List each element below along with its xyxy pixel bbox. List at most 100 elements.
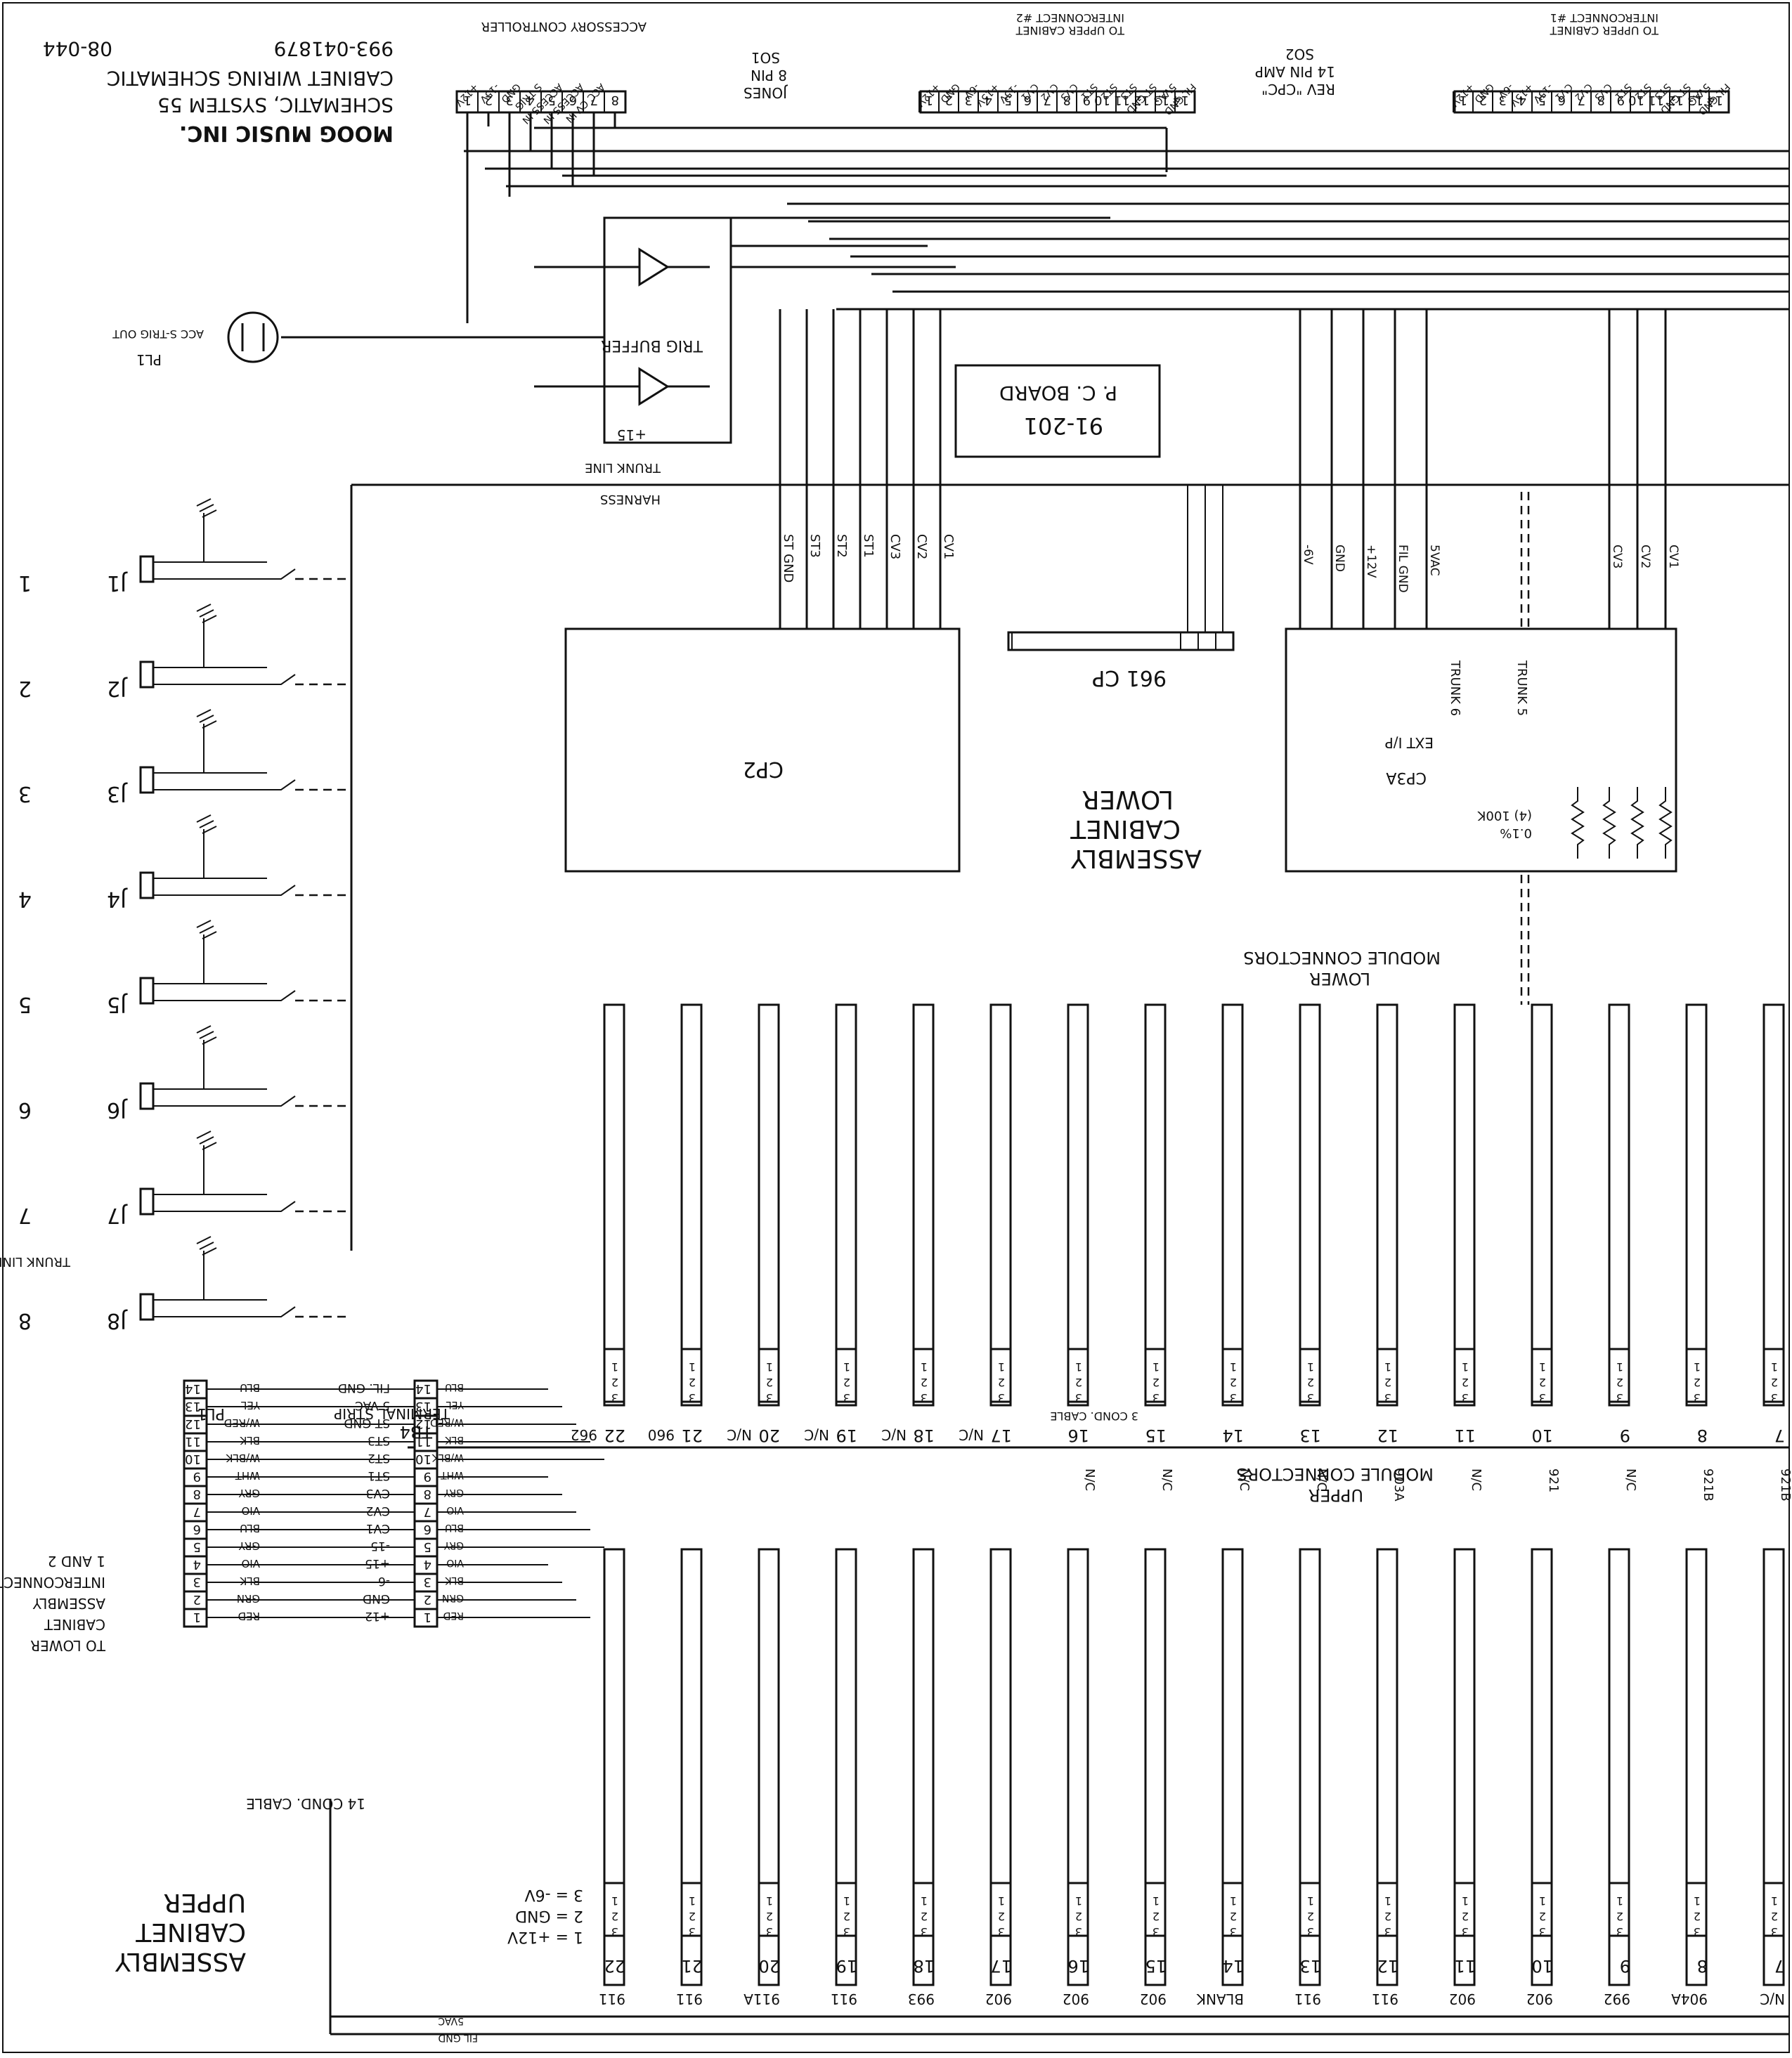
upper-slot-num-15: 15 (1145, 1956, 1167, 1976)
lower-slot-pins (680, 1348, 703, 1403)
trunk-line-label: TRUNK LINE (585, 460, 661, 475)
upper-slot-num-12: 12 (1377, 1956, 1398, 1976)
lower-slot-type: N/C (881, 1426, 907, 1443)
upper-slot-pin: 2 (1462, 1910, 1469, 1923)
ground-symbol (196, 1025, 217, 1089)
lower-slot-17 (989, 1003, 1012, 1407)
acc-pin-1: 1 (464, 93, 472, 108)
lower-slot-pin: 2 (921, 1376, 928, 1389)
lower-slot-pin: 3 (611, 1391, 618, 1405)
cp3a-signal: -6V (1301, 545, 1315, 565)
lower-slot-num-20: 20 (758, 1426, 780, 1445)
pcb-91-201: 91-201 P. C. BOARD (954, 364, 1161, 458)
pl1-pin-3: 3 (193, 1575, 201, 1589)
upper-slot-pin: 3 (1462, 1925, 1469, 1939)
jack-body (139, 1082, 155, 1110)
tb4-pin-1: 1 (424, 1610, 431, 1624)
jack-ref-J5: J5 (107, 992, 128, 1017)
cp3a-signal: GND (1332, 545, 1346, 572)
lower-slot-pin: 3 (843, 1391, 850, 1405)
lower-slot-pin: 1 (1539, 1360, 1546, 1374)
pl1-pin-12: 12 (185, 1416, 201, 1431)
jones-ref: SO1 (751, 49, 780, 66)
lower-slot-pin: 3 (1616, 1391, 1623, 1405)
tb4-cable-label: 14 COND. CABLE (246, 1795, 365, 1812)
lower-slot-pins (1453, 1348, 1476, 1403)
upper-slot-pin: 1 (1771, 1894, 1778, 1908)
lower-slot-num-8: 8 (1697, 1426, 1708, 1445)
upper-slot-pin: 1 (843, 1894, 850, 1908)
interconnect2-sub: TO UPPER CABINET (1015, 24, 1125, 37)
lower-wiring-type: 921B (1778, 1468, 1792, 1502)
ic2-pin-8: 8 (1063, 93, 1071, 108)
lower-slot-pin: 3 (1307, 1391, 1314, 1405)
tb4-pin-8: 8 (424, 1487, 431, 1502)
upper-slot-pin: 2 (921, 1910, 928, 1923)
lower-slot-pin: 3 (689, 1391, 696, 1405)
upper-slot-pin: 3 (1694, 1925, 1701, 1939)
jack-ref-J3: J3 (107, 781, 128, 806)
jack-num-2: 2 (18, 676, 32, 701)
pin-legend-line: 2 = GND (515, 1907, 583, 1925)
trunk-line-harness: HARNESS TRUNK LINE (350, 460, 1788, 1251)
upper-slot-type: 992 (1604, 1991, 1630, 2007)
cp2-signal: ST3 (807, 534, 822, 558)
cp2-signal: ST2 (834, 534, 849, 558)
upper-slot-pins (1762, 1882, 1785, 1937)
upper-slot-type: 902 (1449, 1991, 1476, 2007)
lower-slot-num-18: 18 (913, 1426, 935, 1445)
pl1-cell (183, 1432, 208, 1452)
ic2-pin-10: 10 (1094, 93, 1110, 108)
tb4-cell (413, 1414, 439, 1435)
upper-slot-pins (1685, 1882, 1708, 1937)
pl1-pin-8: 8 (193, 1487, 201, 1502)
lower-slot-pin: 3 (766, 1391, 773, 1405)
upper-slot-pin: 2 (1153, 1910, 1160, 1923)
pl1-pin-14: 14 (185, 1381, 201, 1396)
pcb-label: P. C. BOARD (999, 382, 1117, 405)
upper-slot-pins (1376, 1882, 1398, 1937)
jack-contact (153, 772, 296, 790)
title-revision: 08-044 (43, 37, 112, 60)
buffer-supply: +15 (617, 426, 647, 443)
upper-slot-type: 902 (1140, 1991, 1167, 2007)
jones-sub: 8 PIN (751, 67, 787, 84)
tb4-ref: TB4 (400, 1422, 433, 1442)
ground-symbol (196, 604, 217, 667)
jones-connector-label: JONES 8 PIN SO1 (744, 49, 788, 101)
upper-slot-pin: 2 (843, 1910, 850, 1923)
tb4-color: WHT (441, 1469, 464, 1480)
upper-slot-pins (912, 1882, 935, 1937)
upper-slot-pin: 1 (1616, 1894, 1623, 1908)
jack-num-6: 6 (18, 1098, 32, 1122)
cp2-signal: CV3 (888, 534, 902, 559)
acc-pin-4: 4 (527, 93, 535, 108)
upper-slot-num-7: 7 (1774, 1956, 1785, 1976)
lower-slot-pins (1531, 1348, 1553, 1403)
cp961-label: 961 CP (1092, 665, 1167, 690)
pcb-number: 91-201 (1024, 412, 1103, 439)
upper-slot-num-14: 14 (1222, 1956, 1244, 1976)
ic2-pin-7: 7 (1044, 93, 1051, 108)
upper-slot-pin: 2 (1694, 1910, 1701, 1923)
jack-ref-J6: J6 (107, 1098, 128, 1122)
lower-slot-19 (835, 1003, 857, 1407)
upper-slot-type: 911 (1372, 1991, 1398, 2007)
accessory-label: ACCESSORY CONTROLLER (481, 19, 647, 34)
upper-slot-pin: 2 (1771, 1910, 1778, 1923)
lower-slot-type: 962 (571, 1426, 597, 1443)
tb4-signal: CV1 (366, 1521, 390, 1535)
upper-slot-pin: 1 (998, 1894, 1005, 1908)
tb4-pin-5: 5 (424, 1539, 431, 1554)
upper-slot-pin: 2 (1539, 1910, 1546, 1923)
upper-slot-pin: 2 (1075, 1910, 1082, 1923)
upper-slot-type: 911A (744, 1991, 780, 2007)
ic2-pin-5: 5 (1004, 93, 1012, 108)
ground-symbol (196, 709, 217, 773)
jack-num-4: 4 (18, 887, 32, 911)
upper-slot-num-11: 11 (1454, 1956, 1476, 1976)
lower-slot-7 (1762, 1003, 1785, 1407)
